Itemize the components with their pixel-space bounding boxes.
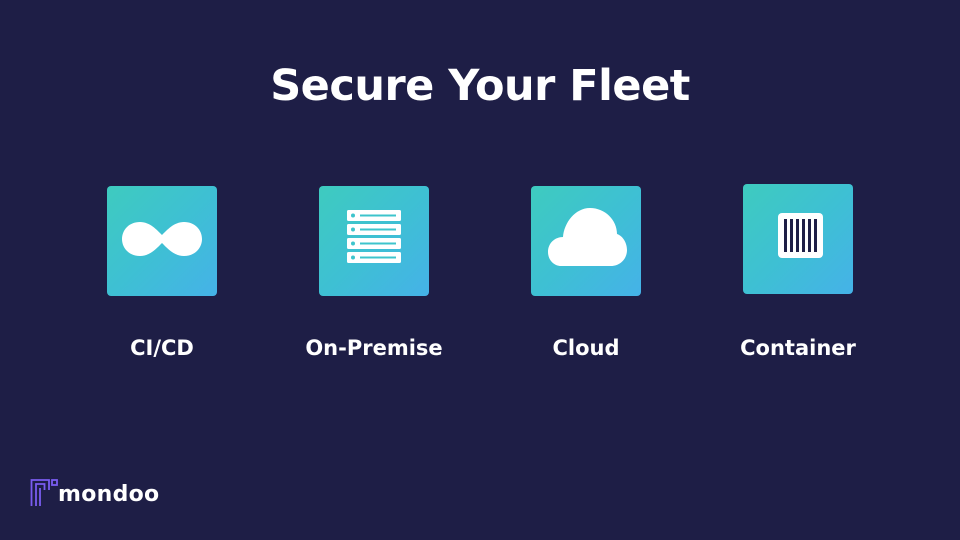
ci-cd-label: CI/CD [130,336,194,360]
cloud-tile [531,186,641,296]
container-tile [743,184,853,294]
cloud-label: Cloud [552,336,620,360]
ci-cd-tile [107,186,217,296]
container-icon [778,213,823,258]
container-label: Container [740,336,856,360]
server-rack-icon [347,210,401,263]
infinity-icon [122,222,202,256]
cloud-icon [548,208,627,266]
slide-title: Secure Your Fleet [270,61,690,111]
on-premise-tile [319,186,429,296]
brand-name: mondoo [58,482,160,507]
on-premise-label: On-Premise [305,336,443,360]
mondoo-logo-icon [30,479,58,506]
